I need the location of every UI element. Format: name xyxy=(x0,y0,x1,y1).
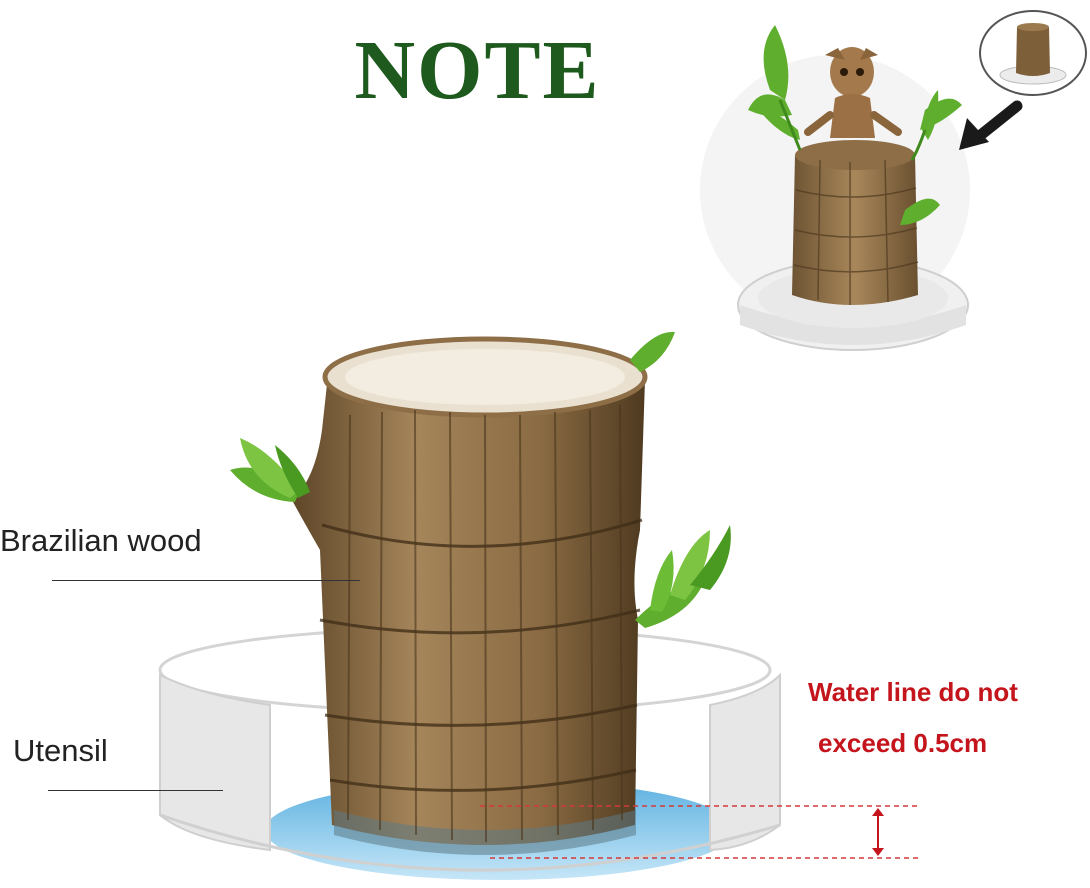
double-arrow-icon xyxy=(872,808,884,856)
pointer-arrow-icon xyxy=(959,100,1023,150)
label-utensil: Utensil xyxy=(13,733,108,768)
page-title: NOTE xyxy=(354,24,601,117)
warning-line-2: exceed 0.5cm xyxy=(818,728,988,758)
product-photo xyxy=(700,25,970,351)
label-line-utensil xyxy=(48,790,223,791)
thumbnail xyxy=(979,10,1087,96)
label-brazilian-wood: Brazilian wood xyxy=(0,523,202,558)
leaf-sprout-icon xyxy=(748,25,962,225)
figurine-icon xyxy=(804,47,902,138)
warning-line-1: Water line do not xyxy=(808,677,1018,707)
leaf-sprout-icon xyxy=(230,331,731,628)
water-line-marker xyxy=(480,805,918,859)
label-line-wood xyxy=(52,580,360,581)
tray-wall-left xyxy=(159,673,271,852)
